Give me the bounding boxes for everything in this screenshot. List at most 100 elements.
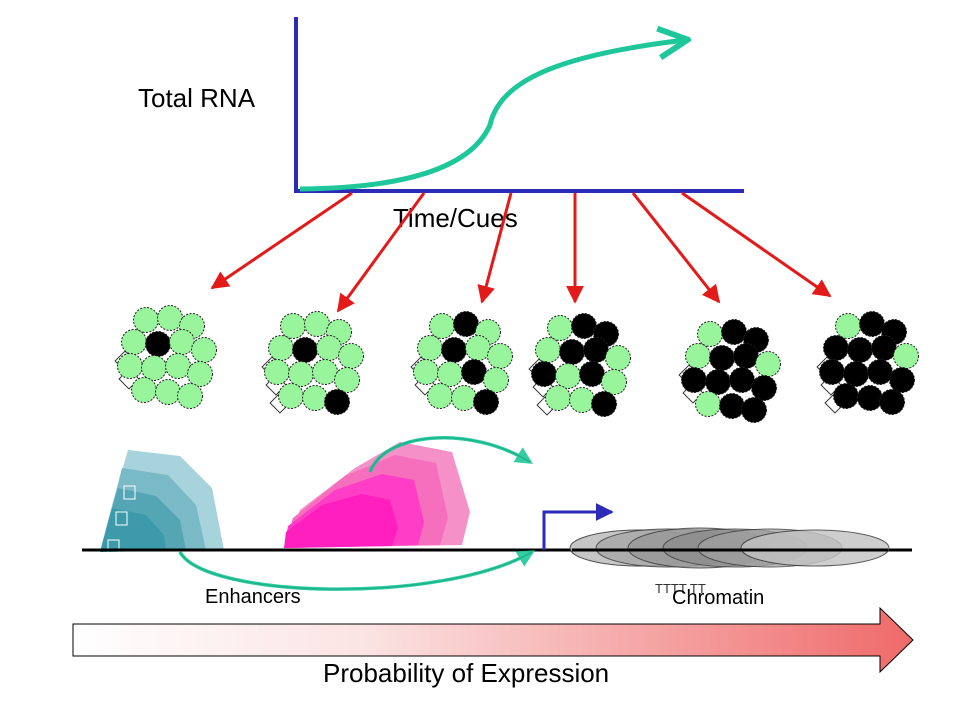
arrow-6 — [681, 191, 832, 298]
cell-black — [751, 375, 777, 401]
probability-label: Probability of Expression — [323, 658, 609, 688]
cell-green — [288, 361, 314, 387]
cell-black — [579, 361, 605, 387]
cell-green — [437, 361, 463, 387]
cell-black — [559, 339, 585, 365]
cell-green — [169, 329, 195, 355]
cell-green — [755, 351, 781, 377]
cell-green — [155, 379, 181, 405]
cell-black — [441, 337, 467, 363]
cell-black — [721, 319, 747, 345]
cell-green — [177, 383, 203, 409]
cell-group-5 — [678, 319, 781, 423]
cell-black — [705, 369, 731, 395]
cell-green — [312, 359, 338, 385]
cell-green — [555, 363, 581, 389]
loop-arrow-bottom — [179, 551, 533, 590]
cell-black — [292, 337, 318, 363]
cell-green — [413, 359, 439, 385]
enhancer-pink — [284, 442, 470, 548]
cell-group-2 — [261, 311, 364, 415]
cell-green — [141, 355, 167, 381]
cell-black — [591, 391, 617, 417]
cell-black — [857, 385, 883, 411]
chromatin-nucleosomes — [569, 527, 890, 569]
arrow-5 — [631, 192, 721, 304]
rna-graph: Total RNA Time/Cues — [138, 17, 744, 233]
cell-green — [427, 383, 453, 409]
cell-black — [867, 359, 893, 385]
cell-black — [719, 393, 745, 419]
cell-black — [461, 359, 487, 385]
tss-arrow — [542, 503, 614, 550]
arrow-3 — [477, 192, 513, 304]
cell-group-3 — [410, 311, 513, 415]
cell-green — [483, 367, 509, 393]
cell-green — [465, 335, 491, 361]
cell-green — [545, 385, 571, 411]
cell-green — [547, 315, 573, 341]
cell-green — [697, 321, 723, 347]
cell-green — [131, 377, 157, 403]
enhancer-teal — [100, 450, 224, 554]
cell-green — [165, 353, 191, 379]
loop-arrow-top-fill — [368, 436, 533, 473]
cell-black — [871, 335, 897, 361]
cell-group-1 — [114, 305, 217, 409]
cell-green — [487, 343, 513, 369]
cell-green — [121, 329, 147, 355]
cell-black — [453, 311, 479, 337]
cell-black — [843, 361, 869, 387]
cell-green — [334, 367, 360, 393]
cell-black — [473, 389, 499, 415]
cell-black — [889, 367, 915, 393]
cell-green — [268, 335, 294, 361]
chromatin-label: Chromatin — [672, 587, 764, 609]
cell-green — [117, 353, 143, 379]
cell-group-6 — [816, 311, 919, 415]
cell-black — [145, 331, 171, 357]
cell-green — [685, 343, 711, 369]
cell-green — [601, 369, 627, 395]
cell-black — [709, 345, 735, 371]
cell-green — [695, 391, 721, 417]
probability-arrow — [72, 606, 914, 674]
cell-black — [859, 311, 885, 337]
cell-green — [304, 311, 330, 337]
y-axis-label: Total RNA — [138, 83, 256, 113]
cell-black — [571, 313, 597, 339]
cell-green — [338, 343, 364, 369]
cell-black — [729, 367, 755, 393]
time-arrows — [210, 191, 832, 313]
cell-black — [879, 389, 905, 415]
cell-green — [187, 361, 213, 387]
cell-group-4 — [528, 313, 631, 417]
cell-green — [280, 313, 306, 339]
cell-green — [302, 385, 328, 411]
cell-black — [531, 361, 557, 387]
cell-green — [191, 337, 217, 363]
cell-black — [583, 337, 609, 363]
cell-green — [264, 359, 290, 385]
cell-green — [451, 385, 477, 411]
cell-green — [835, 313, 861, 339]
cell-green — [316, 335, 342, 361]
loop-arrow-bottom-fill — [178, 550, 536, 591]
cell-black — [823, 335, 849, 361]
arrow-1 — [210, 191, 353, 290]
cell-black — [324, 389, 350, 415]
rna-curve — [299, 40, 685, 192]
cell-black — [819, 359, 845, 385]
cell-black — [681, 367, 707, 393]
cell-green — [893, 343, 919, 369]
cell-green — [278, 383, 304, 409]
cell-green — [133, 307, 159, 333]
cell-green — [605, 345, 631, 371]
cell-green — [569, 387, 595, 413]
cell-green — [429, 313, 455, 339]
cell-green — [535, 337, 561, 363]
arrow-2 — [336, 192, 426, 313]
enhancers-label: Enhancers — [205, 586, 301, 608]
cell-green — [157, 305, 183, 331]
